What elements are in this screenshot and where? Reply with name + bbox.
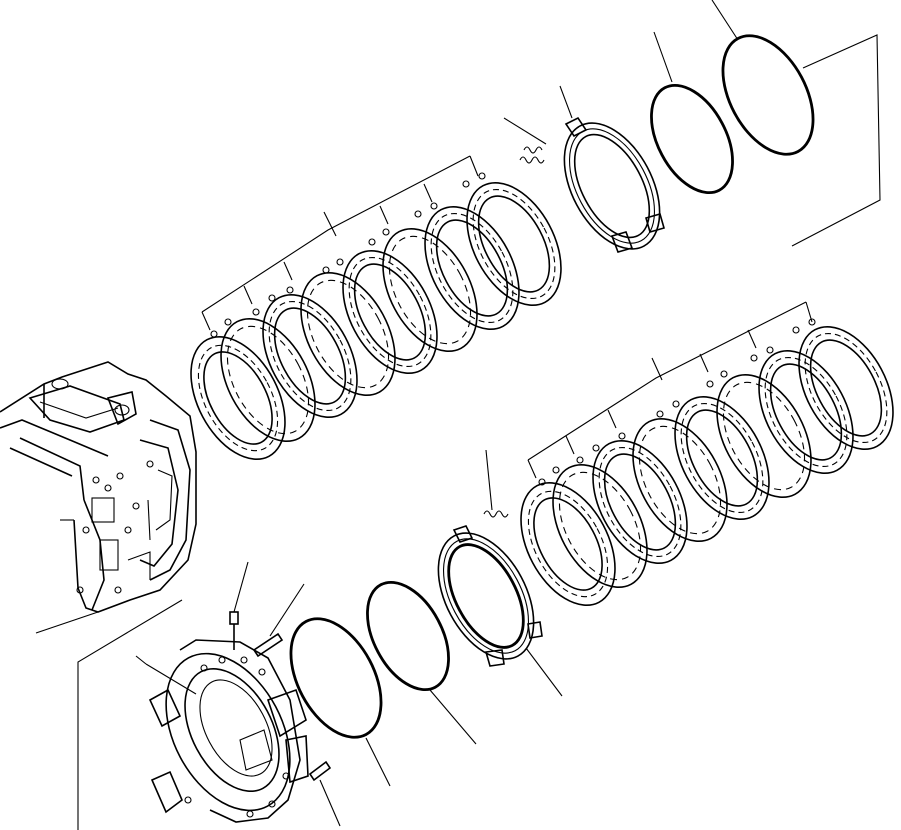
lower-piston (437, 525, 563, 697)
lower-disc-8 (798, 325, 894, 451)
upper-disc-5 (342, 249, 438, 375)
upper-tabs (210, 172, 486, 338)
upper-disc-6 (382, 227, 478, 353)
lower-disc-4 (632, 417, 728, 543)
upper-disc-3 (262, 293, 358, 419)
housing-pin (252, 583, 305, 658)
lower-disc-1 (520, 481, 616, 607)
upper-oring-large (711, 0, 815, 156)
upper-clutch-pack (190, 155, 562, 461)
transmission-case (0, 361, 197, 613)
lower-clutch-pack (520, 301, 894, 607)
upper-oring-small (650, 31, 734, 195)
lower-disc-6 (716, 373, 812, 499)
housing-dowel (308, 760, 341, 827)
housing-bolt (229, 561, 249, 650)
lower-disc-7 (758, 349, 854, 475)
upper-disc-8 (466, 181, 562, 307)
upper-disc-1 (190, 335, 286, 461)
lower-oring-large (289, 617, 391, 787)
upper-disc-7 (424, 205, 520, 331)
lower-disc-3 (592, 439, 688, 565)
upper-springs (503, 117, 547, 164)
lower-springs (483, 449, 509, 518)
lower-oring-small (366, 580, 477, 745)
lower-disc-5 (674, 395, 770, 521)
upper-piston (559, 85, 665, 253)
upper-disc-2 (220, 317, 316, 443)
lower-disc-2 (552, 463, 648, 589)
upper-disc-4 (300, 271, 396, 397)
frame-lines (35, 34, 881, 830)
clutch-housing (135, 639, 309, 823)
lower-tabs (538, 318, 816, 486)
